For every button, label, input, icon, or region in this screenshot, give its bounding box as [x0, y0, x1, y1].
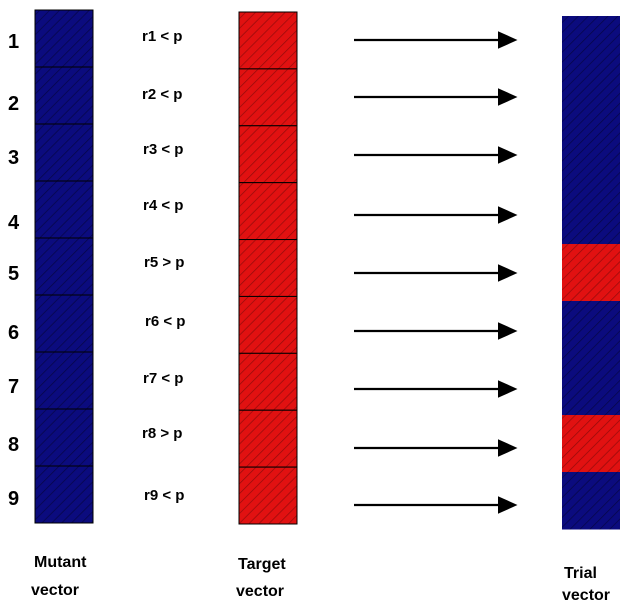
trial-cell-9 [562, 472, 620, 530]
condition-label-2: r2 < p [142, 86, 182, 103]
mutant-cell-5 [34, 237, 94, 296]
trial-cell-3 [562, 130, 620, 188]
trial-cell-1 [562, 16, 620, 74]
mutant-vector [34, 9, 94, 524]
trial-cell-2 [562, 73, 620, 131]
trial-cell-4 [562, 187, 620, 245]
condition-label-4: r4 < p [143, 197, 183, 214]
row-numbers: 1 2 3 4 5 6 7 8 9 [8, 31, 20, 510]
mutant-cell-4 [34, 180, 94, 239]
row-number-8: 8 [8, 434, 19, 456]
trial-label-line2: vector [562, 587, 610, 604]
mutant-cell-6 [34, 294, 94, 353]
trial-vector-label: Trial vector [562, 565, 610, 604]
condition-label-7: r7 < p [143, 370, 183, 387]
row-number-6: 6 [8, 322, 19, 344]
mutant-cell-8 [34, 408, 94, 467]
target-vector [238, 11, 298, 525]
trial-cell-5 [562, 244, 620, 302]
arrows [354, 31, 518, 514]
row-number-2: 2 [8, 93, 19, 115]
target-vector-label: Target vector [236, 556, 286, 600]
target-cell-9 [238, 466, 298, 525]
mutant-label-line2: vector [31, 582, 79, 599]
trial-vector [562, 16, 620, 530]
target-cell-6 [238, 295, 298, 354]
condition-label-9: r9 < p [144, 487, 184, 504]
condition-label-3: r3 < p [143, 141, 183, 158]
row-number-5: 5 [8, 263, 19, 285]
mutant-cell-1 [34, 9, 94, 68]
mutant-cell-7 [34, 351, 94, 410]
mutant-label-line1: Mutant [34, 554, 87, 571]
trial-cell-7 [562, 358, 620, 416]
mutant-cell-9 [34, 465, 94, 524]
row-number-9: 9 [8, 488, 19, 510]
target-cell-8 [238, 409, 298, 468]
trial-cell-8 [562, 415, 620, 473]
conditions: r1 < p r2 < p r3 < p r4 < p r5 > p r6 < p r7 <… [142, 28, 185, 504]
condition-label-5: r5 > p [144, 254, 184, 271]
target-cell-7 [238, 352, 298, 411]
target-cell-1 [238, 11, 298, 70]
row-number-1: 1 [8, 31, 19, 53]
mutant-vector-label: Mutant vector [31, 554, 87, 599]
row-number-4: 4 [8, 212, 20, 234]
trial-label-line1: Trial [564, 565, 597, 582]
mutant-cell-3 [34, 123, 94, 182]
condition-label-8: r8 > p [142, 425, 182, 442]
condition-label-1: r1 < p [142, 28, 182, 45]
trial-cell-6 [562, 301, 620, 359]
target-cell-2 [238, 68, 298, 127]
target-cell-5 [238, 239, 298, 297]
target-cell-3 [238, 125, 298, 184]
mutant-cell-2 [34, 66, 94, 125]
target-label-line2: vector [236, 583, 284, 600]
condition-label-6: r6 < p [145, 313, 185, 330]
row-number-7: 7 [8, 376, 19, 398]
row-number-3: 3 [8, 147, 19, 169]
target-label-line1: Target [238, 556, 286, 573]
target-cell-4 [238, 182, 298, 241]
